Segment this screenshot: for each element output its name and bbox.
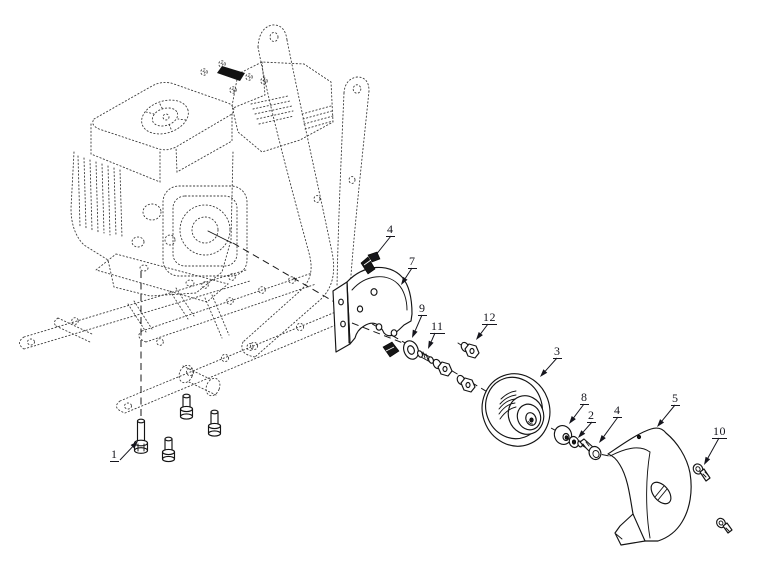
shield-screw-10	[692, 463, 711, 482]
callout-5: 5	[671, 391, 680, 406]
callout-11: 11	[430, 319, 445, 334]
callout-8-arrowhead	[569, 416, 576, 424]
callout-7-leader	[404, 267, 413, 279]
callout-3-leader	[544, 357, 558, 372]
handle-tube-left	[241, 24, 335, 358]
axle-bolt-4	[577, 438, 602, 461]
callout-4b-arrowhead	[599, 435, 606, 443]
callout-4b: 4	[613, 403, 622, 418]
callout-5-leader	[661, 404, 676, 422]
callout-2-leader	[582, 421, 593, 433]
callout-9-arrowhead	[412, 329, 418, 338]
axle-key-dark	[382, 341, 400, 358]
callout-10-arrowhead	[704, 456, 711, 465]
axle-washer-9	[403, 340, 419, 360]
callout-12-leader	[480, 323, 489, 334]
callout-10: 10	[712, 424, 727, 439]
outer-shield	[607, 427, 692, 546]
callout-4a-leader	[375, 235, 392, 256]
callout-7: 7	[408, 254, 417, 269]
callout-1: 1	[110, 447, 119, 462]
callout-5-arrowhead	[657, 419, 665, 427]
frame-phantom	[19, 269, 344, 414]
callout-11-arrowhead	[428, 340, 434, 349]
engine-mount-bolts	[133, 393, 222, 463]
engine-phantom	[70, 60, 334, 303]
callout-1-leader	[119, 446, 133, 461]
axle-spacer-11	[416, 350, 435, 364]
axle-nut-a	[432, 358, 453, 377]
shield-bolt-dark	[360, 251, 381, 275]
callout-4a: 4	[386, 222, 395, 237]
axle-washer-2	[568, 435, 580, 449]
callout-8-leader	[573, 403, 585, 418]
leader-lines	[119, 235, 720, 465]
callout-4a-arrowhead	[371, 253, 379, 261]
bearing-cap-8	[553, 425, 573, 445]
axle-nut-b	[456, 374, 476, 393]
inner-shield	[332, 266, 413, 353]
wheel-treads	[498, 390, 517, 420]
callout-1-arrowhead	[130, 441, 138, 449]
shield-screw-extra	[716, 517, 733, 534]
callout-9: 9	[418, 301, 427, 316]
callout-8: 8	[580, 390, 589, 405]
callout-10-leader	[707, 437, 720, 459]
callout-2-arrowhead	[578, 430, 586, 438]
grease-bolt-12	[457, 341, 480, 359]
callout-7-arrowhead	[401, 276, 408, 285]
callout-12-arrowhead	[476, 332, 483, 340]
mount-bolt-3	[179, 393, 194, 420]
handle-tube-right	[336, 76, 370, 290]
callout-11-leader	[430, 332, 436, 342]
callout-2: 2	[587, 408, 596, 423]
callout-12: 12	[482, 310, 497, 325]
mount-bolt-2	[161, 436, 176, 463]
wheel	[481, 373, 551, 447]
callout-3-arrowhead	[540, 369, 548, 377]
callout-4b-leader	[603, 416, 619, 437]
callout-9-leader	[414, 314, 423, 331]
callout-3: 3	[553, 344, 562, 359]
mount-bolt-4	[207, 409, 222, 437]
mount-bolt-long	[133, 418, 149, 454]
engine-lever	[217, 66, 245, 81]
